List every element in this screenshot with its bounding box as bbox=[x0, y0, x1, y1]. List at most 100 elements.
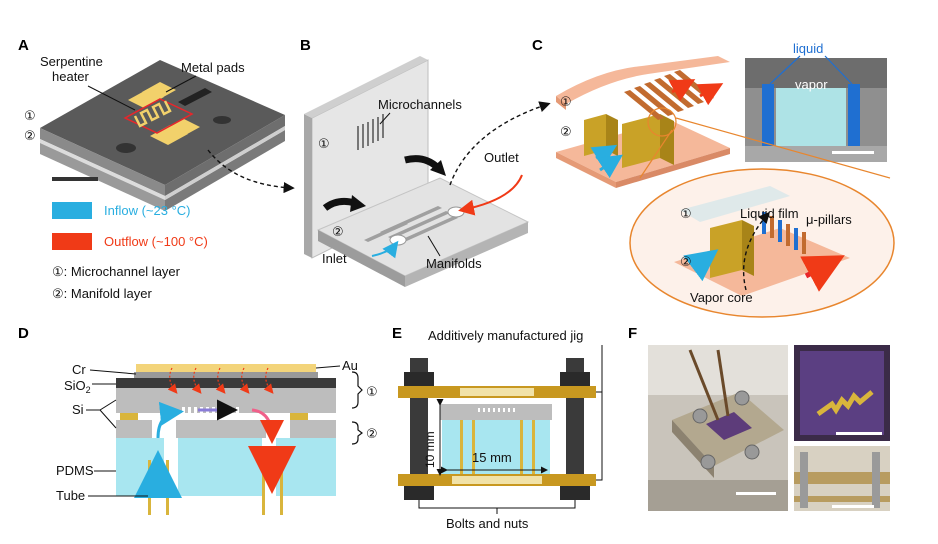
layer-marker-2: ② bbox=[332, 225, 344, 240]
label-tube: Tube bbox=[56, 488, 85, 503]
photo-bolt bbox=[700, 454, 716, 470]
label-manifolds: Manifolds bbox=[426, 256, 482, 271]
liquid-region bbox=[762, 84, 774, 146]
nut bbox=[404, 486, 434, 500]
si-manifold bbox=[116, 420, 152, 438]
inlet-port bbox=[389, 234, 407, 246]
gold-bond bbox=[290, 413, 308, 420]
heater-outline bbox=[123, 98, 194, 134]
liquid-region bbox=[848, 84, 860, 146]
layer-marker-2: ② bbox=[366, 427, 378, 442]
layer-marker-2: ② bbox=[680, 255, 692, 270]
bracket-layer-1 bbox=[351, 371, 363, 409]
label-sio2: SiO2 bbox=[64, 378, 91, 395]
photo-scale-bar bbox=[736, 492, 776, 495]
label-inlet: Inlet bbox=[322, 251, 347, 266]
leader-line bbox=[87, 85, 136, 111]
label-vapor: vapor bbox=[795, 77, 828, 92]
photo-bolt bbox=[734, 390, 750, 406]
label-metal-pads: Metal pads bbox=[181, 60, 245, 75]
label-jig: Additively manufactured jig bbox=[428, 328, 583, 343]
label-liquid: liquid bbox=[793, 41, 823, 56]
photo-side-bolt bbox=[872, 452, 880, 508]
plate-edge bbox=[304, 114, 312, 258]
tube-wall bbox=[166, 460, 169, 515]
device-chip bbox=[440, 404, 552, 412]
legend-inflow: Inflow (~23 °C) bbox=[104, 203, 190, 218]
jig-window-top bbox=[460, 388, 534, 396]
photo-side-jig bbox=[794, 496, 890, 502]
photo-scale-bar bbox=[832, 505, 874, 508]
substrate-bottom-edge bbox=[556, 152, 616, 188]
outflow-arrow bbox=[668, 79, 696, 102]
au-layer bbox=[136, 364, 316, 372]
panel-label-f: F bbox=[628, 325, 637, 342]
substrate-top bbox=[556, 56, 730, 104]
label-si: Si bbox=[72, 402, 84, 417]
dashed-arrow-a-to-b bbox=[207, 149, 295, 194]
photo-base bbox=[648, 480, 788, 511]
chip-separator-right bbox=[165, 126, 285, 200]
legend-layer1: ①: Microchannel layer bbox=[52, 264, 181, 279]
sio2-layer bbox=[116, 378, 336, 388]
manifold-edge-left bbox=[318, 230, 405, 287]
si-manifold bbox=[290, 420, 336, 438]
detail-manifold bbox=[710, 220, 742, 278]
layer-marker-1: ① bbox=[366, 385, 378, 400]
panel-label-e: E bbox=[392, 325, 402, 342]
inflow-arrow bbox=[596, 154, 623, 178]
layer-marker-2: ② bbox=[24, 129, 36, 144]
outflow-arrow bbox=[696, 83, 724, 106]
panel-a: A Serpentine heater Metal pads ① ② Inflo… bbox=[18, 37, 285, 301]
layer-marker-1: ① bbox=[24, 109, 36, 124]
label-au: Au bbox=[342, 358, 358, 373]
leader-line bbox=[379, 112, 391, 125]
bracket-layer-2 bbox=[351, 421, 363, 445]
chip-side-right bbox=[165, 115, 285, 196]
bolts-bracket bbox=[418, 500, 576, 509]
cr-layer bbox=[134, 372, 318, 378]
nut bbox=[560, 372, 590, 386]
nut bbox=[560, 486, 590, 500]
photo-side-bolt bbox=[800, 452, 808, 508]
inflow-path bbox=[156, 401, 184, 439]
pdms-middle bbox=[178, 438, 262, 496]
dashed-arrow-b-to-c bbox=[449, 101, 551, 186]
tube-wall bbox=[532, 420, 535, 474]
metal-pad bbox=[142, 82, 176, 100]
substrate-top-edge bbox=[556, 96, 566, 110]
assembly-arrow-right-head bbox=[430, 160, 446, 176]
device-manifold bbox=[440, 412, 552, 420]
panel-c: C ① ② bbox=[532, 37, 895, 318]
manifold-block bbox=[660, 114, 674, 165]
layer-marker-1: ① bbox=[680, 207, 692, 222]
label-outlet: Outlet bbox=[484, 150, 519, 165]
metal-pad bbox=[164, 119, 200, 138]
panel-e: E Additively manufactured jig 10 m bbox=[392, 325, 603, 531]
scale-bar bbox=[52, 177, 98, 181]
legend-outflow: Outflow (~100 °C) bbox=[104, 234, 208, 249]
tube-wall bbox=[262, 460, 265, 515]
leader-line bbox=[315, 365, 341, 369]
assembly-arrow-left-head bbox=[350, 195, 366, 212]
sem-image-bottom bbox=[745, 146, 887, 162]
tube-wall bbox=[280, 460, 283, 515]
label-liquid-film: Liquid film bbox=[740, 206, 799, 221]
trench bbox=[178, 88, 212, 106]
tube-wall bbox=[472, 420, 475, 474]
inflow-arrow bbox=[683, 249, 719, 282]
nut bbox=[404, 372, 434, 386]
sem-image-top bbox=[745, 58, 887, 88]
photo-probe bbox=[716, 349, 730, 417]
photo-probe bbox=[688, 349, 720, 421]
detail-top-layer bbox=[680, 186, 790, 222]
layer-marker-1: ① bbox=[318, 137, 330, 152]
vapor-region bbox=[776, 88, 846, 150]
vapor-path-arrow bbox=[742, 211, 770, 291]
legend-layer2: ②: Manifold layer bbox=[52, 286, 152, 301]
port-hole bbox=[116, 143, 136, 153]
serpentine-heater bbox=[133, 100, 172, 128]
chip-separator bbox=[40, 139, 165, 200]
si-manifold bbox=[176, 420, 266, 438]
